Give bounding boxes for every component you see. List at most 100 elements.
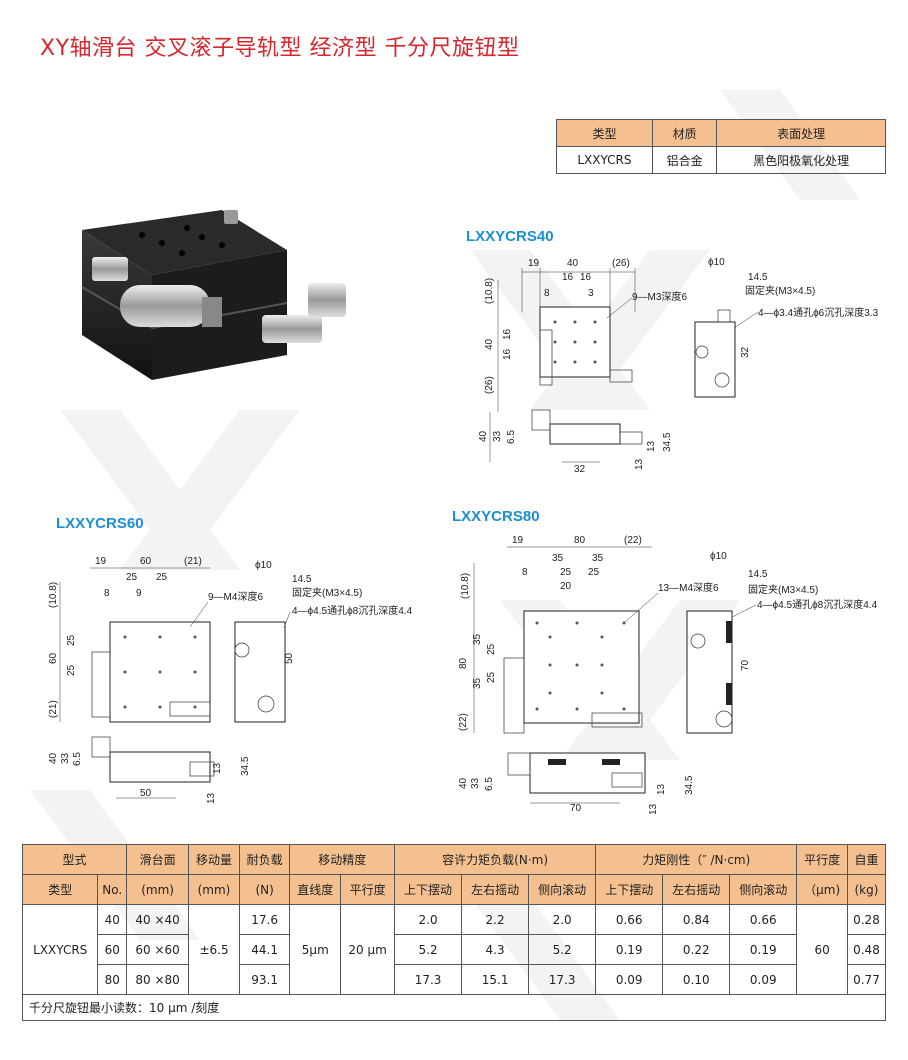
dim-h40: 40 xyxy=(478,430,489,442)
spec-h2-parallel: 平行度 xyxy=(340,874,396,905)
spec-h-weight: 自重 xyxy=(846,844,887,875)
spec-size: 60 ×60 xyxy=(126,934,190,965)
dim60-25b: 25 xyxy=(156,572,168,583)
dim60-h50: 50 xyxy=(140,788,152,799)
spec-r2: 0.84 xyxy=(662,904,731,935)
material-material: 铝合金 xyxy=(651,146,718,174)
spec-h2-um: （μm) xyxy=(796,874,848,905)
dim80-h13a: 13 xyxy=(656,783,667,795)
spec-m3: 5.2 xyxy=(528,934,597,965)
dim-h6-5: 6.5 xyxy=(506,430,517,444)
dim-16a: 16 xyxy=(562,272,574,283)
dim-h34-5: 34.5 xyxy=(662,432,673,452)
spec-h2-mm2: (mm) xyxy=(188,874,240,905)
spec-load: 44.1 xyxy=(238,934,291,965)
clamp-note-80: 固定夹(M3×4.5) xyxy=(748,583,818,596)
dim80-14-5: 14.5 xyxy=(748,569,768,580)
dim80-v35b: 35 xyxy=(472,677,483,689)
dim60-14-5: 14.5 xyxy=(292,574,312,585)
dim60-25a: 25 xyxy=(126,572,138,583)
spec-m2: 2.2 xyxy=(461,904,530,935)
spec-m1: 2.0 xyxy=(394,904,463,935)
spec-m1: 5.2 xyxy=(394,934,463,965)
dim80-80: 80 xyxy=(574,535,586,546)
dim-phi10: ϕ10 xyxy=(708,257,725,268)
dim80-22: (22) xyxy=(624,535,642,546)
thru-note-60: 4—ϕ4.5通孔ϕ8沉孔深度4.4 xyxy=(292,604,413,617)
dim60-v25b: 25 xyxy=(66,664,77,676)
dim80-v80: 80 xyxy=(458,657,469,669)
thru-note-80: 4—ϕ4.5通孔ϕ8沉孔深度4.4 xyxy=(757,598,878,611)
spec-h-travel: 移动量 xyxy=(188,844,240,875)
dim-h32: 32 xyxy=(574,464,586,475)
dim-v16b: 16 xyxy=(502,348,513,360)
spec-r1: 0.66 xyxy=(595,904,664,935)
spec-table: 型式 滑台面 移动量 耐负载 移动精度 容许力矩负载(N·m) 力矩刚性（″ /… xyxy=(21,844,887,995)
dim80-phi10: ϕ10 xyxy=(710,551,727,562)
dim80-8: 8 xyxy=(522,567,528,578)
model-label-80: LXXYCRS80 xyxy=(452,508,540,525)
spec-h2-type: 类型 xyxy=(21,874,99,905)
spec-no: 40 xyxy=(97,904,128,935)
dim60-h40: 40 xyxy=(48,752,59,764)
table-row: LXXYCRS 40 40 ×40 ±6.5 17.6 5μm 20 μm 2.… xyxy=(21,904,887,995)
spec-r2: 0.10 xyxy=(662,964,731,995)
spec-straightness: 5μm xyxy=(289,904,342,995)
spec-weight: 0.48 xyxy=(846,934,887,965)
dim80-35a: 35 xyxy=(552,553,564,564)
dim-26: (26) xyxy=(612,258,630,269)
spec-h2-straight: 直线度 xyxy=(289,874,342,905)
dim80-20: 20 xyxy=(560,581,572,592)
spec-r3: 0.09 xyxy=(729,964,798,995)
model-label-60: LXXYCRS60 xyxy=(56,515,144,532)
spec-h2-yaw: 左右摇动 xyxy=(461,874,530,905)
dim60-v50: 50 xyxy=(284,652,295,664)
drawing-lxxycrs60: 19 60 (21) 25 25 8 9 9—M4深度6 (10.8) 25 2… xyxy=(48,556,413,804)
dim60-v25a: 25 xyxy=(66,634,77,646)
spec-load: 17.6 xyxy=(238,904,291,935)
dim-40: 40 xyxy=(567,258,579,269)
material-header-type: 类型 xyxy=(556,119,653,147)
dim60-h33: 33 xyxy=(60,752,71,764)
material-table: 类型 材质 表面处理 LXXYCRS 铝合金 黑色阳极氧化处理 xyxy=(556,119,886,174)
dim80-25b: 25 xyxy=(588,567,600,578)
dim-10-8: (10.8) xyxy=(484,278,495,304)
dim60-v60: 60 xyxy=(48,652,59,664)
spec-h-moment: 容许力矩负载(N·m) xyxy=(394,844,597,875)
dim80-25a: 25 xyxy=(560,567,572,578)
spec-h2-n: (N) xyxy=(238,874,291,905)
spec-h2-pitch2: 上下摆动 xyxy=(595,874,664,905)
spec-h-rigidity: 力矩刚性（″ /N·cm) xyxy=(595,844,798,875)
hole-note-60: 9—M4深度6 xyxy=(208,590,263,603)
dim80-v70: 70 xyxy=(740,659,751,671)
hole-note-80: 13—M4深度6 xyxy=(658,581,719,594)
dim80-h40: 40 xyxy=(458,777,469,789)
material-header-finish: 表面处理 xyxy=(716,119,886,147)
spec-size: 40 ×40 xyxy=(126,904,190,935)
table-row: 80 80 ×80 93.1 17.3 15.1 17.3 0.09 0.10 … xyxy=(23,964,887,995)
spec-no: 80 xyxy=(97,964,128,995)
dim-8: 8 xyxy=(544,288,550,299)
spec-parallelism: 60 xyxy=(796,904,848,995)
spec-h-parallelism: 平行度 xyxy=(796,844,848,875)
dim60-21: (21) xyxy=(184,556,202,567)
dim-h33: 33 xyxy=(492,430,503,442)
dim80-v22: (22) xyxy=(458,713,469,731)
dim-v26: (26) xyxy=(484,376,495,394)
table-row: 60 60 ×60 44.1 5.2 4.3 5.2 0.19 0.22 0.1… xyxy=(23,934,887,965)
dim-19: 19 xyxy=(528,258,540,269)
dim80-v25b: 25 xyxy=(486,671,497,683)
spec-h2-roll: 侧向滚动 xyxy=(528,874,597,905)
dim60-h13a: 13 xyxy=(212,762,223,774)
spec-h2-mm1: (mm) xyxy=(126,874,190,905)
dim60-h6-5: 6.5 xyxy=(72,752,83,766)
dim80-h6-5: 6.5 xyxy=(484,777,495,791)
spec-h2-no: No. xyxy=(97,874,128,905)
model-label-40: LXXYCRS40 xyxy=(466,228,554,245)
hole-note: 9—M3深度6 xyxy=(632,290,687,303)
spec-weight: 0.28 xyxy=(846,904,887,935)
dim60-60: 60 xyxy=(140,556,152,567)
dim80-h13b: 13 xyxy=(648,803,659,815)
product-photo xyxy=(81,210,346,380)
dim80-v35a: 35 xyxy=(472,633,483,645)
